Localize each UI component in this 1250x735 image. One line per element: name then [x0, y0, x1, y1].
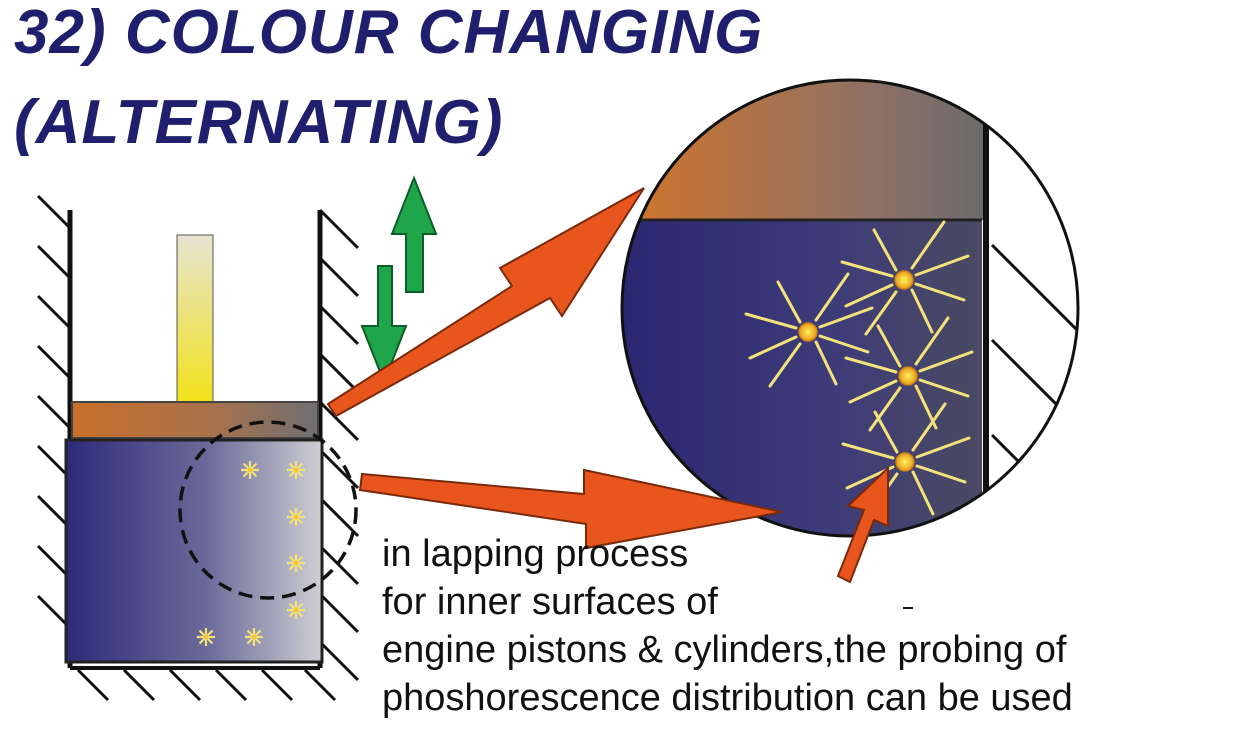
cylinder-wall-bottom	[70, 666, 337, 702]
caption-line-2: for inner surfaces of	[382, 581, 718, 623]
green-down-arrow-icon	[360, 265, 408, 385]
red-arrow-to-cylinder	[358, 468, 783, 550]
piston-head	[71, 401, 319, 439]
title-line-1: 32) COLOUR CHANGING	[14, 0, 764, 67]
caption-line-3: engine pistons & cylinders,the probing o…	[382, 629, 1067, 671]
green-up-arrow-icon	[390, 175, 438, 293]
cylinder-body	[64, 438, 324, 664]
caption-line-1: in lapping process	[382, 533, 689, 575]
title-line-2: (ALTERNATING)	[14, 88, 504, 157]
magnified-view	[620, 78, 1080, 538]
sparkle-centers	[203, 467, 299, 640]
red-arrow-to-piston-head	[326, 187, 645, 418]
red-arrow-upward	[836, 465, 889, 584]
caption: in lapping process for inner surfaces of…	[382, 530, 1073, 722]
zoom-region-circle	[178, 420, 358, 600]
piston-rod	[176, 234, 214, 404]
cylinder-wall-right	[317, 208, 360, 682]
caption-line-4: phoshorescence distribution can be used	[382, 677, 1073, 719]
